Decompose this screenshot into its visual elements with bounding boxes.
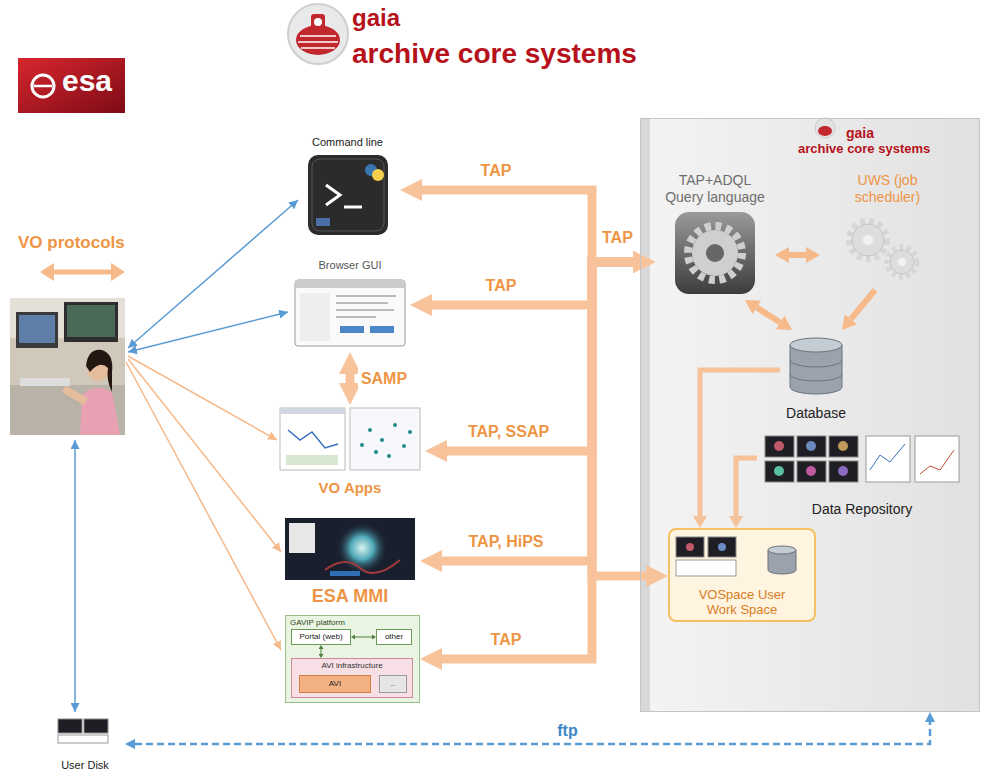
connector	[757, 308, 780, 323]
vospace-fill	[668, 528, 816, 622]
user-disk-icon	[58, 719, 108, 743]
node-label: ESA MMI	[312, 586, 388, 607]
connector	[789, 252, 806, 258]
edge-label: TAP, HiPS	[466, 532, 547, 551]
job-scheduler: UWS (job scheduler)	[820, 168, 955, 290]
edge-label: ftp	[554, 721, 580, 740]
node-label: Browser GUI	[319, 258, 382, 272]
node-label: Database	[786, 405, 846, 422]
process-box: ..	[379, 675, 407, 693]
node-label: Command line	[312, 135, 383, 149]
infrastructure-band: AVI infrastructureAVI..	[291, 658, 413, 698]
node-label: archive core systems	[798, 141, 930, 157]
esa-logo	[18, 58, 125, 113]
database: Database	[780, 330, 852, 422]
logo-text: gaia	[352, 4, 400, 32]
node-label: TAP+ADQL Query language	[661, 172, 769, 206]
connector	[736, 458, 757, 516]
browser-gui-tool: Browser GUI	[290, 258, 410, 352]
user-links	[75, 200, 298, 712]
data-repository: Data Repository	[757, 430, 967, 518]
server-body	[640, 118, 980, 712]
process-box: other	[376, 629, 412, 645]
node-label: AVI infrastructure	[321, 661, 382, 671]
connector	[442, 262, 633, 659]
user-photo	[10, 298, 125, 435]
connector	[355, 637, 372, 638]
database-cylinder	[790, 338, 842, 394]
node-label: VO Apps	[319, 479, 382, 497]
node-label: AVI	[329, 679, 341, 689]
node-label: Portal (web)	[299, 632, 342, 642]
protocol-label: VO protocols	[18, 233, 125, 253]
gaia-logo	[288, 4, 348, 64]
esa-mmi-screen	[285, 518, 415, 580]
query-service: TAP+ADQL Query language	[655, 168, 775, 300]
esa-mmi-tool: ESA MMI	[280, 515, 420, 607]
archive-server: gaiaarchive core systemsTAP+ADQL Query l…	[640, 118, 980, 712]
connector	[592, 262, 646, 576]
command-line-tool: Command line	[295, 135, 400, 245]
process-box: Portal (web)	[291, 629, 351, 645]
edge-label: TAP, SSAP	[465, 422, 552, 441]
connector	[135, 722, 930, 744]
node-label: User Disk	[61, 759, 109, 772]
scheduler-gears-icon	[849, 221, 917, 277]
connector	[700, 370, 780, 516]
connector	[851, 290, 875, 319]
process-box: AVI	[299, 675, 371, 693]
connector	[346, 374, 355, 383]
edge-label: TAP	[478, 161, 515, 180]
node-label: UWS (job scheduler)	[838, 172, 938, 206]
platform-box: GAVIP platformPortal (web) otherAVI infra…	[285, 615, 420, 703]
connector	[321, 649, 322, 654]
browser-gui-icon	[295, 280, 405, 346]
connector	[447, 262, 633, 451]
data-repository-screens	[765, 436, 959, 482]
vo-apps-screens	[280, 408, 420, 470]
node-label: GAVIP platform	[290, 618, 345, 628]
gavip-fills	[285, 615, 420, 703]
query-gear-icon	[675, 212, 755, 294]
node-label: gaia	[846, 125, 874, 141]
connector	[432, 262, 633, 305]
user-disk: User Disk	[45, 716, 125, 772]
node-label: VOSpace User Work Space	[686, 587, 798, 617]
command-line-icon	[308, 155, 388, 235]
node-label: other	[385, 632, 403, 642]
protocol-label: TAP	[602, 228, 633, 247]
edge-label: TAP	[488, 630, 525, 649]
user-work-space: VOSpace User Work Space	[668, 528, 816, 622]
vo-protocol-arrow	[40, 263, 125, 281]
edge-label: SAMP	[358, 369, 410, 388]
node-label: Data Repository	[812, 501, 912, 518]
vo-apps-tool: VO Apps	[275, 405, 425, 497]
connector	[422, 190, 633, 262]
connector	[442, 262, 633, 561]
logo-text: archive core systems	[352, 38, 637, 70]
edge-label: TAP	[483, 276, 520, 295]
node-label: ..	[391, 679, 395, 689]
logo-text: esa	[62, 64, 112, 98]
